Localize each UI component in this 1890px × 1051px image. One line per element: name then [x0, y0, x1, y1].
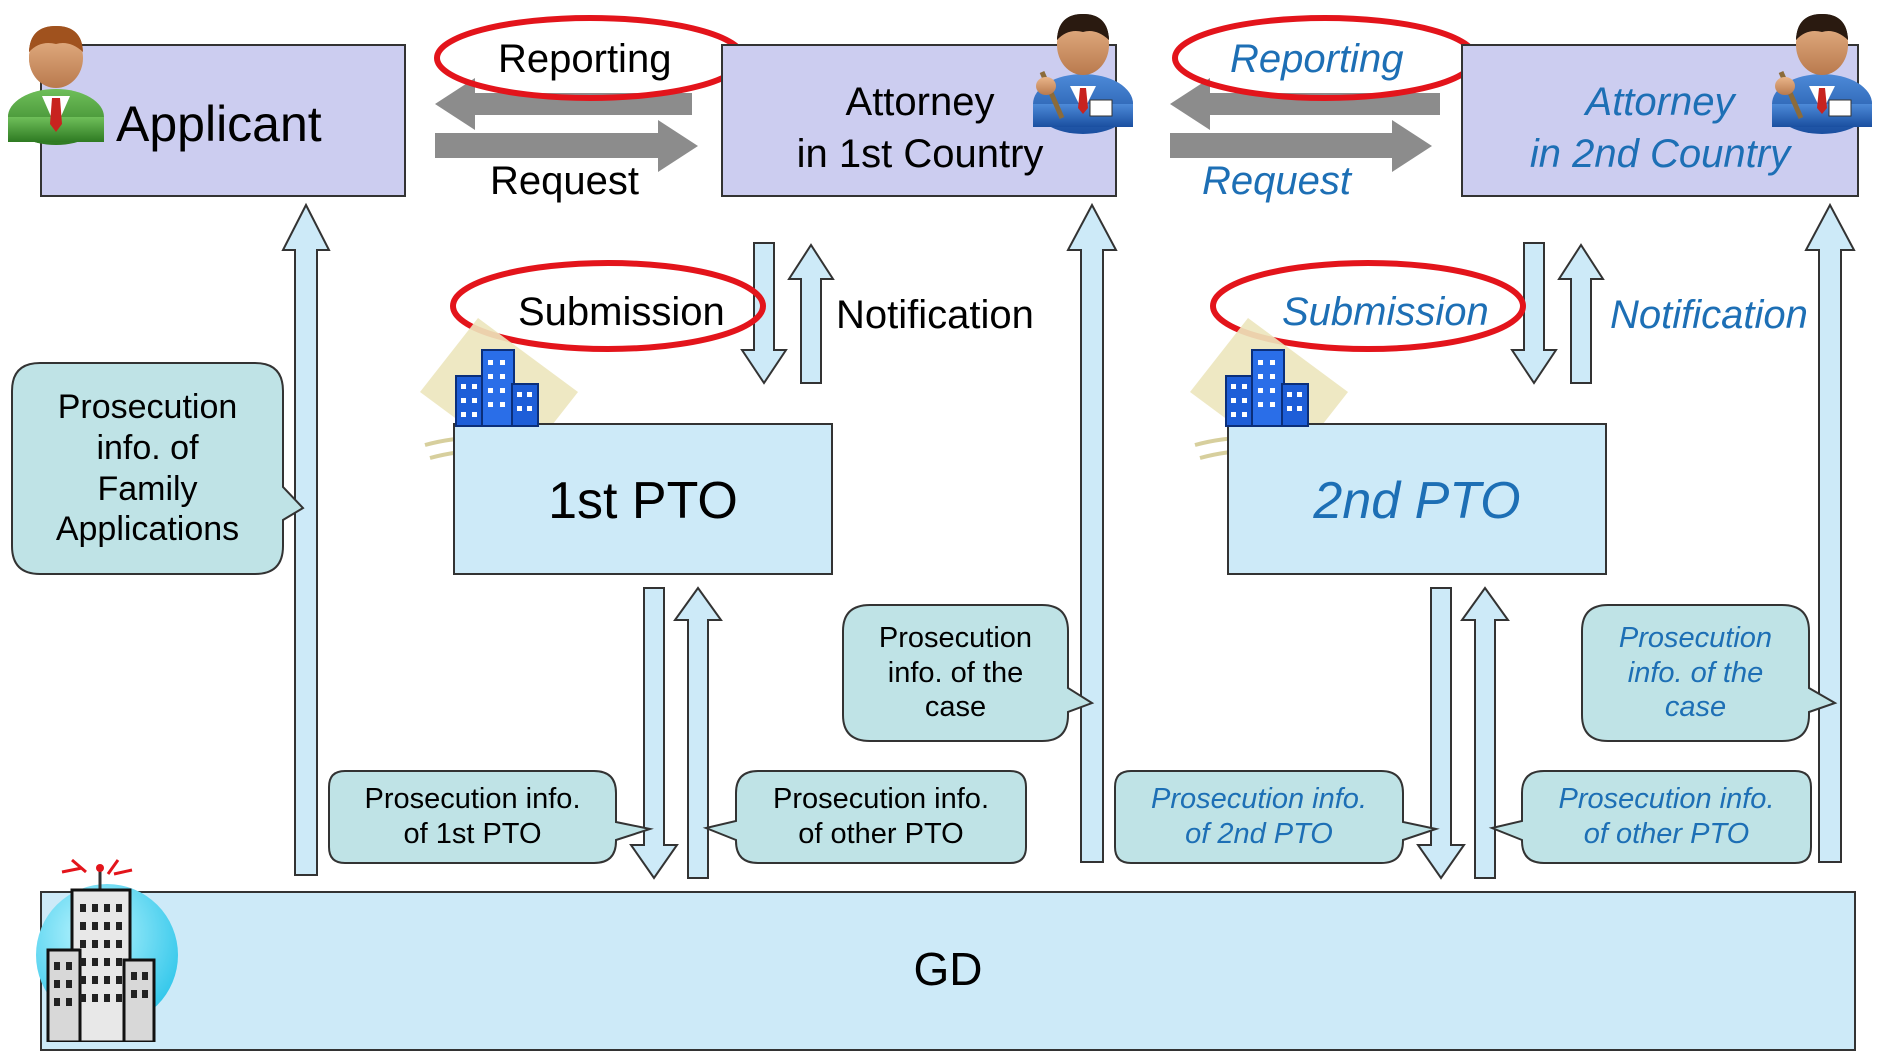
pto1-box: [453, 423, 833, 575]
callout-family-text: Prosecution info. of Family Applications: [55, 387, 240, 549]
callout-other-pto-1: [702, 770, 1027, 864]
request-label-2: Request: [1202, 159, 1351, 203]
down-arrow-pto2-to-gd: [1416, 587, 1466, 880]
gd-label: GD: [913, 943, 983, 995]
pto2-label: 2nd PTO: [1313, 472, 1521, 530]
callout-case-1: [842, 604, 1095, 742]
applicant-label: Applicant: [116, 96, 322, 152]
gd-box: [40, 891, 1856, 1051]
submission-arrow-2: [1510, 242, 1558, 385]
notification-label-1: Notification: [836, 293, 1034, 337]
submission-label-2: Submission: [1282, 290, 1489, 334]
request-arrow-2: [1170, 120, 1432, 172]
callout-case-1-text: Prosecution info. of the case: [878, 621, 1033, 724]
attorney1-label-line2: in 1st Country: [796, 132, 1044, 176]
callout-case-2: [1581, 604, 1838, 742]
attorney1-label: Attorney in 1st Country: [770, 76, 1070, 180]
up-arrow-gd-to-pto2: [1460, 586, 1510, 879]
attorney1-label-line1: Attorney: [845, 80, 995, 124]
request-arrow-1: [435, 120, 698, 172]
submission-label-1: Submission: [518, 290, 725, 334]
reporting-label-2: Reporting: [1230, 37, 1404, 81]
notification-label-2: Notification: [1610, 293, 1808, 337]
request-label-1: Request: [490, 159, 639, 203]
reporting-arrow-2: [1170, 78, 1440, 130]
callout-other-pto-1-text: Prosecution info. of other PTO: [772, 783, 989, 850]
highlight-submission-2: [1210, 260, 1526, 352]
callout-pto2-text: Prosecution info. of 2nd PTO: [1150, 783, 1367, 850]
up-arrow-to-attorney2: [1804, 202, 1856, 863]
attorney2-label-line2: in 2nd Country: [1529, 132, 1791, 176]
down-arrow-pto1-to-gd: [629, 587, 679, 880]
attorney2-box: [1461, 44, 1859, 197]
attorney2-label: Attorney in 2nd Country: [1510, 76, 1810, 180]
callout-other-pto-2: [1488, 770, 1812, 864]
up-arrow-gd-to-pto1: [673, 586, 723, 879]
up-arrow-to-attorney1: [1066, 202, 1118, 863]
callout-pto1-text: Prosecution info. of 1st PTO: [364, 783, 581, 850]
notification-arrow-2: [1557, 243, 1605, 384]
callout-pto2: [1114, 770, 1440, 864]
pto1-label: 1st PTO: [548, 472, 738, 530]
callout-family: [11, 362, 305, 575]
callout-pto1: [328, 770, 654, 864]
callout-case-2-text: Prosecution info. of the case: [1618, 621, 1773, 724]
pto2-box: [1227, 423, 1607, 575]
notification-arrow-1: [787, 243, 835, 384]
reporting-label-1: Reporting: [498, 37, 672, 81]
attorney2-label-line1: Attorney: [1585, 80, 1735, 124]
up-arrow-to-applicant: [281, 202, 331, 876]
highlight-submission-1: [450, 260, 766, 352]
callout-other-pto-2-text: Prosecution info. of other PTO: [1558, 783, 1775, 850]
reporting-arrow-1: [435, 78, 692, 130]
